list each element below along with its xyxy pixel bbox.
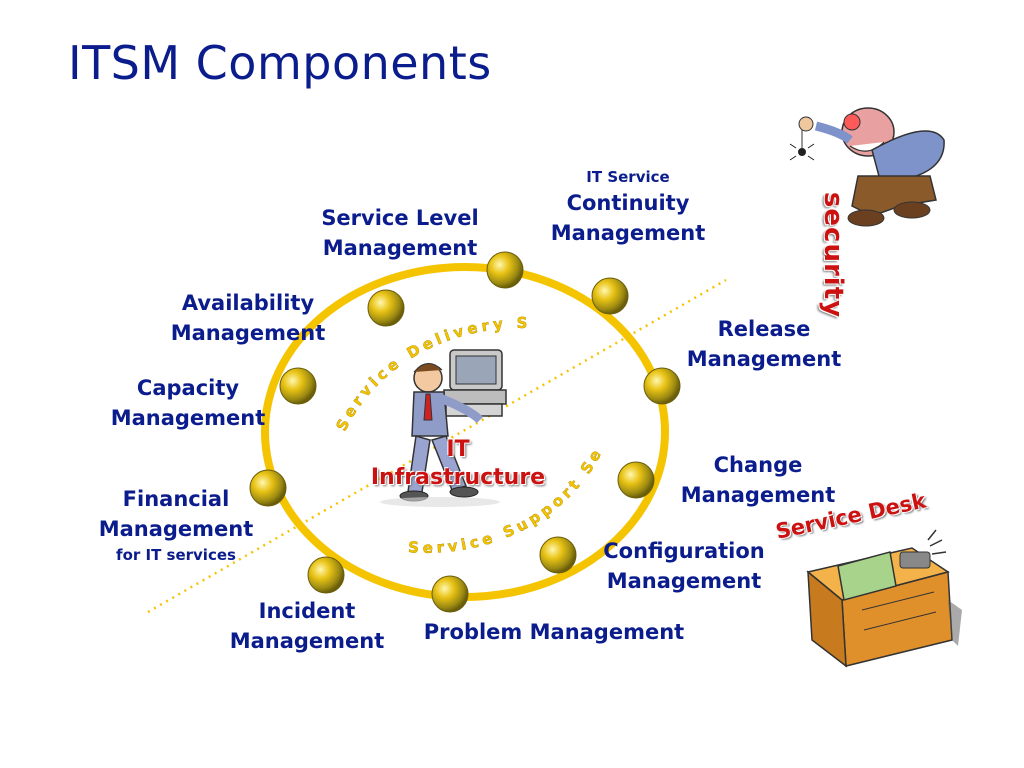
- help-desk-icon: [806, 529, 962, 668]
- it-infrastructure-label: IT Infrastructure: [370, 437, 546, 490]
- ring-nodes: [249, 251, 681, 613]
- gold-ball-icon: [307, 556, 345, 594]
- service-level-management-label: Service Level Management: [321, 206, 479, 260]
- page-title: ITSM Components: [68, 36, 492, 90]
- change-management-label: Change Management: [680, 453, 836, 507]
- gold-ball-icon: [249, 469, 287, 507]
- gold-ball-icon: [643, 367, 681, 405]
- security-label: security: [818, 191, 849, 319]
- financial-management-label: Financial Management for IT services: [98, 487, 254, 564]
- gold-ball-icon: [486, 251, 524, 289]
- gold-ball-icon: [617, 461, 655, 499]
- incident-management-label: Incident Management: [229, 599, 385, 653]
- release-management-label: Release Management: [686, 317, 842, 371]
- gold-ball-icon: [367, 289, 405, 327]
- it-service-continuity-management-label: IT Service Continuity Management: [550, 168, 706, 245]
- worker-carrying-computer-icon: [380, 349, 507, 507]
- configuration-management-label: Configuration Management: [603, 539, 765, 593]
- spy-with-spider-icon: [789, 107, 945, 227]
- availability-management-label: Availability Management: [170, 291, 326, 345]
- gold-ball-icon: [279, 367, 317, 405]
- gold-ball-icon: [431, 575, 469, 613]
- gold-ball-icon: [591, 277, 629, 315]
- capacity-management-label: Capacity Management: [110, 376, 266, 430]
- problem-management-label: Problem Management: [423, 620, 685, 644]
- gold-ball-icon: [539, 536, 577, 574]
